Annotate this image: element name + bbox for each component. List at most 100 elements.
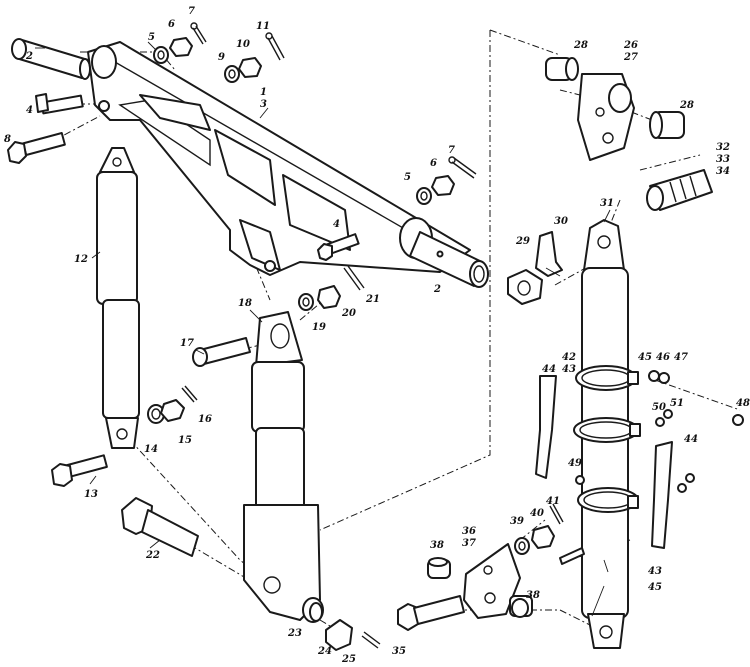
callout-6-top: 6 [168,19,175,30]
callout-24: 24 [317,646,332,657]
callout-4-left: 4 [26,105,33,116]
callout-43-bottom: 43 [648,566,662,577]
callout-45-top: 45 [638,352,652,363]
callout-28-right: 28 [679,100,694,111]
strut-18 [243,311,324,623]
callout-32: 32 [716,142,730,153]
leader-lines [35,41,611,617]
callout-2-right: 2 [433,284,441,295]
callout-34: 34 [716,166,730,177]
callout-27: 27 [623,52,638,63]
callout-4-right: 4 [333,219,340,230]
callout-19: 19 [312,322,326,333]
lock-plate-30 [535,231,563,277]
callout-16: 16 [198,414,212,425]
clamp-45-lower [577,487,639,513]
callout-44-right: 44 [684,434,698,445]
callout-37: 37 [462,538,476,549]
washer-39 [514,537,530,555]
callout-23: 23 [287,628,302,639]
clamp-42 [575,365,639,391]
callout-5-mid: 5 [404,172,411,183]
callout-14: 14 [144,444,158,455]
cotter-pin-16 [181,385,198,403]
callout-29: 29 [515,236,530,247]
clamp-43 [573,417,641,443]
callout-9: 9 [218,52,225,63]
bushing-28-right [649,111,685,139]
callout-26: 26 [623,40,638,51]
yoke-26-27 [577,73,635,161]
callout-44-left: 44 [542,364,556,375]
callout-28-left: 28 [573,40,588,51]
castle-nut-6-mid [431,175,455,196]
callout-15: 15 [178,435,192,446]
bushing-38-left [427,557,451,579]
bolt-8 [7,132,66,164]
callout-47: 47 [674,352,688,363]
callout-5-top: 5 [148,32,155,43]
callout-12: 12 [74,254,88,265]
callout-labels: 2 2 1 3 4 4 5 5 6 6 7 7 8 9 10 11 12 13 … [4,6,750,665]
callout-25: 25 [341,654,356,665]
callout-39: 39 [510,516,524,527]
callout-31: 31 [600,198,614,209]
cotter-pin-21 [343,265,365,291]
cotter-pin-7-mid [448,156,477,179]
washer-5-top [153,46,169,64]
nut-29 [507,269,543,305]
callout-43-top: 43 [562,364,576,375]
bolt-4-left [35,93,84,115]
bolt-35 [397,595,465,631]
callout-50: 50 [652,402,666,413]
cotter-pin-25 [361,631,381,649]
castle-nut-24 [325,619,353,651]
bolt-22 [121,497,199,557]
pin-2-right [409,231,489,288]
pin-32-33-34 [646,169,713,211]
callout-20: 20 [341,308,356,319]
bracket-44-right [651,441,673,549]
pin-2-left [11,38,91,80]
bolt-13 [51,454,108,487]
callout-51: 51 [670,398,684,409]
callout-30: 30 [554,216,568,227]
callout-35: 35 [392,646,406,657]
strut-12 [96,147,140,449]
strut-31 [581,219,629,649]
callout-49: 49 [568,458,582,469]
callout-22: 22 [145,550,160,561]
callout-7-mid: 7 [448,145,455,156]
callout-21: 21 [365,294,380,305]
callout-8: 8 [4,134,11,145]
bushing-38-right [509,595,533,618]
bushing-28-left [545,57,579,81]
callout-40: 40 [530,508,544,519]
callout-42: 42 [562,352,576,363]
callout-36: 36 [462,526,476,537]
callout-11: 11 [256,21,270,32]
callout-33: 33 [716,154,730,165]
callout-38-left: 38 [430,540,444,551]
callout-2-left: 2 [25,51,33,62]
callout-7-top: 7 [188,6,195,17]
callout-18: 18 [238,298,252,309]
callout-1: 1 [260,87,267,98]
washer-19 [298,293,314,311]
callout-41: 41 [546,496,560,507]
callout-13: 13 [84,489,98,500]
washer-23 [309,602,323,622]
castle-nut-40 [531,525,555,549]
callout-38-right: 38 [526,590,540,601]
cotter-pin-41 [549,503,564,525]
a-frame-bracket-1-3 [87,41,471,276]
yoke-36-37 [463,543,521,619]
castle-nut-15 [160,399,185,422]
bolt-4-right [317,233,360,261]
small-fasteners-46-51 [559,370,744,565]
cotter-pin-7-top [190,22,207,45]
callout-45-bottom: 45 [648,582,662,593]
bracket-44-left [535,375,557,479]
